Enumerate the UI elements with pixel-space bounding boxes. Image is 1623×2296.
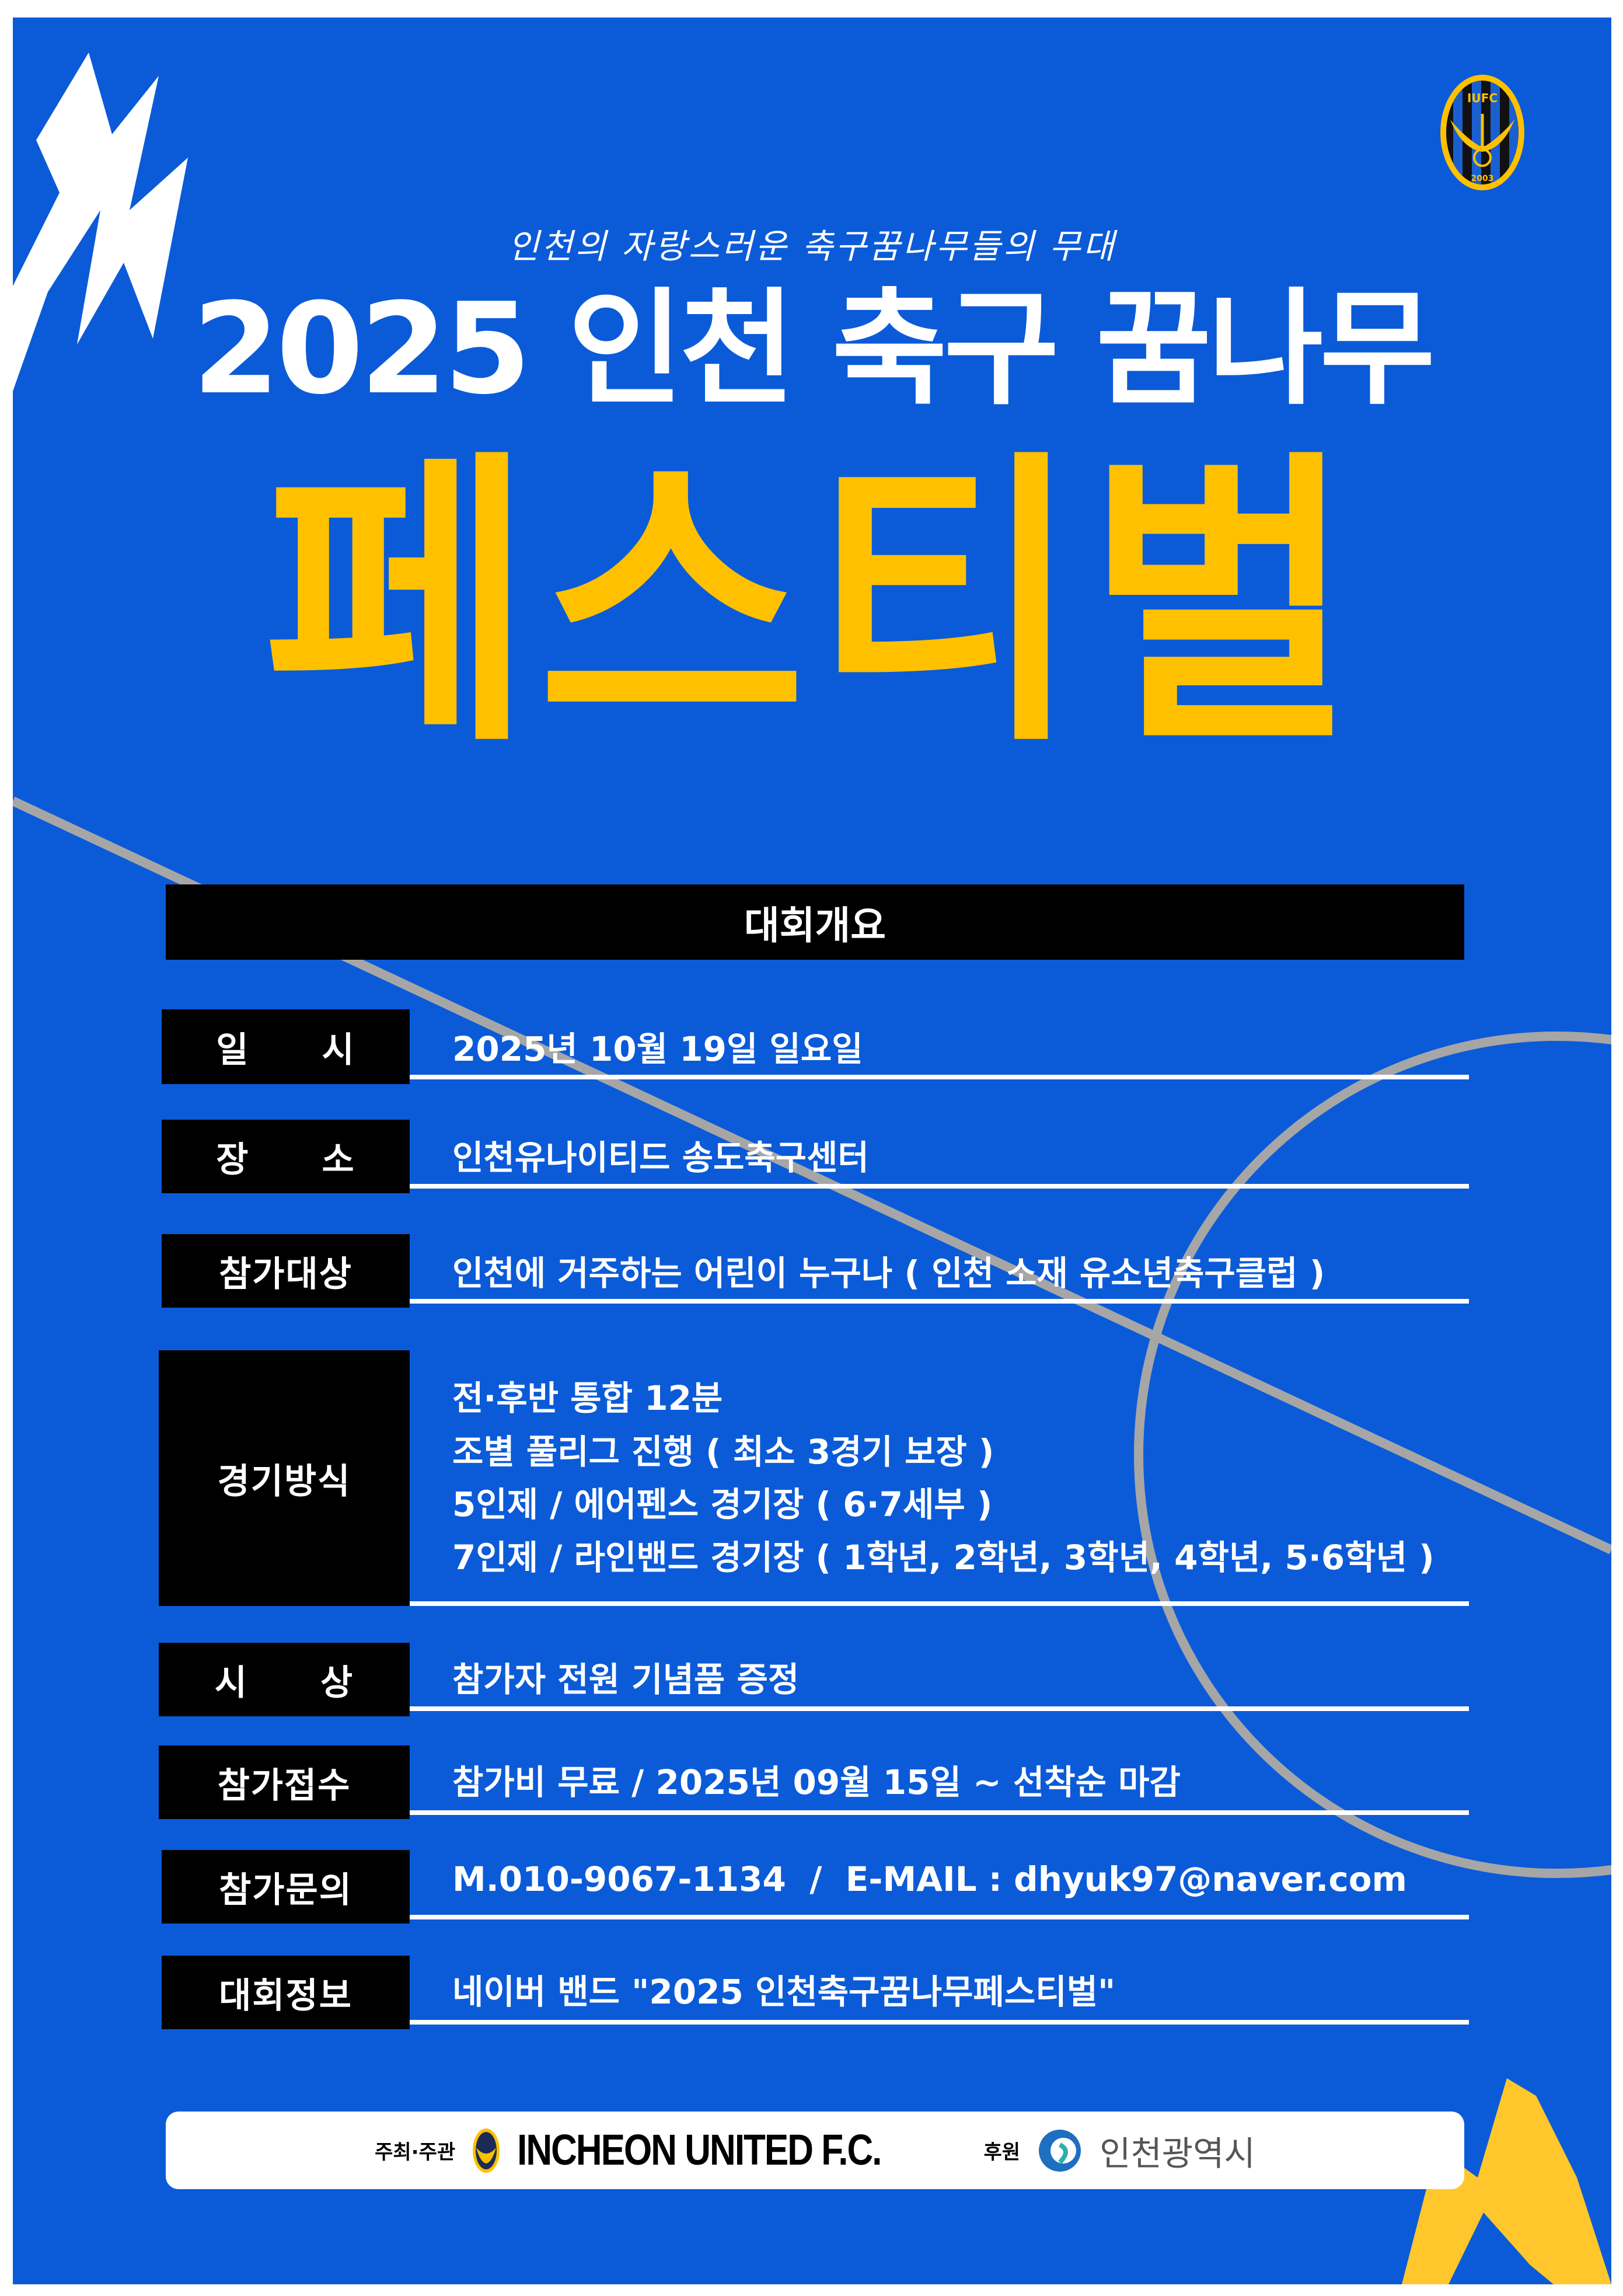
label-format: 경기방식 (159, 1350, 410, 1606)
host-label: 주최·주관 (375, 2141, 456, 2164)
value-format-3: 5인제 / 에어펜스 경기장 ( 6·7세부 ) (452, 1485, 993, 1524)
field-lines (13, 53, 1611, 2284)
iufc-small-logo-icon (473, 2128, 500, 2173)
underline (410, 1601, 1469, 1606)
value-date: 2025년 10월 19일 일요일 (452, 1029, 863, 1069)
sponsor-name: 인천광역시 (1100, 2133, 1255, 2173)
center-circle (1134, 1032, 1611, 1878)
label-awards: 시 상 (159, 1643, 410, 1716)
value-awards: 참가자 전원 기념품 증정 (452, 1660, 800, 1699)
incheon-city-logo-icon (1039, 2129, 1081, 2172)
iufc-logo: IUFC 2003 (1440, 75, 1524, 190)
underline (410, 1299, 1469, 1304)
underline (410, 2020, 1469, 2025)
value-target: 인천에 거주하는 어린이 누구나 ( 인천 소재 유소년축구클럽 ) (452, 1253, 1325, 1293)
title-line2: 페스티벌 (263, 426, 1361, 783)
underline (410, 1810, 1469, 1815)
brush-n-top-left (13, 53, 188, 391)
value-format-4: 7인제 / 라인밴드 경기장 ( 1학년, 2학년, 3학년, 4학년, 5·6… (452, 1538, 1434, 1577)
underline (410, 1075, 1469, 1079)
section-header: 대회개요 (166, 884, 1464, 960)
underline (410, 1915, 1469, 1919)
value-registration: 참가비 무료 / 2025년 09월 15일 ~ 선착순 마감 (452, 1762, 1181, 1802)
poster: IUFC 2003 인천의 자랑스러운 축구꿈나무들의 무대 2025 인천 축… (13, 18, 1611, 2284)
value-format-2: 조별 풀리그 진행 ( 최소 3경기 보장 ) (452, 1432, 994, 1472)
label-registration: 참가접수 (159, 1745, 410, 1819)
value-info: 네이버 밴드 "2025 인천축구꿈나무페스티벌" (452, 1972, 1116, 2012)
title-line1: 2025 인천 축구 꿈나무 (192, 276, 1436, 422)
value-venue: 인천유나이티드 송도축구센터 (452, 1138, 869, 1177)
value-format-1: 전·후반 통합 12분 (452, 1378, 723, 1418)
svg-text:IUFC: IUFC (1467, 91, 1498, 105)
label-target: 참가대상 (162, 1234, 410, 1308)
label-info: 대회정보 (162, 1956, 410, 2029)
underline (410, 1706, 1469, 1711)
label-contact: 참가문의 (162, 1850, 410, 1924)
brush-n-bottom-right (1402, 2078, 1611, 2284)
sponsor-label: 후원 (983, 2141, 1021, 2164)
label-venue: 장 소 (162, 1120, 410, 1193)
host-name: INCHEON UNITED F.C. (517, 2126, 882, 2175)
value-contact: M.010-9067-1134 / E-MAIL : dhyuk97@naver… (452, 1859, 1407, 1899)
label-date: 일 시 (162, 1009, 410, 1084)
underline (410, 1184, 1469, 1189)
sponsor-footer: 주최·주관 INCHEON UNITED F.C. 후원 인천광역시 (166, 2112, 1464, 2189)
svg-text:2003: 2003 (1471, 174, 1494, 183)
subtitle: 인천의 자랑스러운 축구꿈나무들의 무대 (508, 227, 1116, 266)
